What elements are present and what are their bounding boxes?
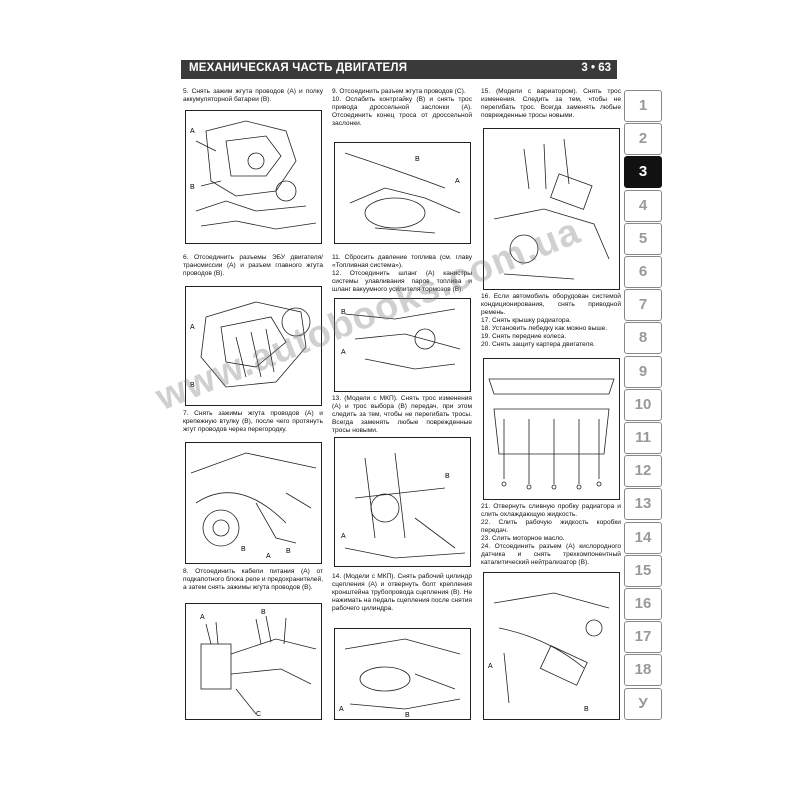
step-8: 8. Отсоединить кабели питания (А) от под…: [183, 568, 323, 592]
figure-13: B A: [334, 437, 471, 567]
engine-cover-illustration: [488, 378, 615, 490]
chapter-tab-5[interactable]: 5: [624, 222, 662, 255]
chapter-mark: 3: [581, 62, 588, 74]
figure-12: B A: [334, 298, 471, 392]
chapter-tab-1[interactable]: 1: [624, 90, 662, 122]
callout-b: B: [190, 382, 195, 389]
page-num: • 63: [590, 62, 611, 74]
step-6: 6. Отсоединить разъемы ЭБУ двигателя/тра…: [183, 254, 323, 278]
callout-a: A: [341, 349, 346, 356]
callout-b: B: [241, 546, 246, 553]
step-21-24: 21. Отвернуть сливную пробку радиатора и…: [481, 503, 621, 567]
step-text: 13. (Модели с МКП). Снять трос изменения…: [332, 395, 472, 434]
step-text: 14. (Модели с МКП). Снять рабочий цилинд…: [332, 573, 472, 612]
callout-b: B: [261, 609, 266, 616]
vacuum-hose-illustration: B A: [341, 308, 461, 370]
callout-a: A: [341, 533, 346, 540]
chapter-tab-13[interactable]: 13: [624, 488, 662, 521]
chapter-tab-12[interactable]: 12: [624, 455, 662, 488]
chapter-title: МЕХАНИЧЕСКАЯ ЧАСТЬ ДВИГАТЕЛЯ: [189, 62, 408, 74]
callout-b2: B: [286, 548, 291, 555]
cvt-cable-illustration: [493, 138, 610, 280]
callout-a: A: [190, 324, 195, 331]
step-5: 5. Снять зажим жгута проводов (А) и полк…: [183, 88, 323, 104]
callout-c: C: [256, 711, 261, 718]
figure-8: A B C: [185, 603, 322, 720]
figure-24: A B: [483, 572, 620, 720]
figure-7: A B B: [185, 442, 322, 564]
figure-5: A B: [185, 110, 322, 244]
callout-b: B: [415, 156, 420, 163]
callout-a: A: [190, 128, 195, 135]
callout-b: B: [341, 309, 346, 316]
callout-a: A: [339, 706, 344, 713]
chapter-tab-3[interactable]: 3: [624, 156, 662, 189]
chapter-tab-11[interactable]: 11: [624, 422, 662, 454]
step-11-12: 11. Сбросить давление топлива (см. главу…: [332, 254, 472, 294]
step-text: 6. Отсоединить разъемы ЭБУ двигателя/тра…: [183, 254, 323, 277]
chapter-tab-9[interactable]: 9: [624, 355, 662, 388]
page-header: МЕХАНИЧЕСКАЯ ЧАСТЬ ДВИГАТЕЛЯ 3 • 63: [181, 60, 617, 79]
step-text: 8. Отсоединить кабели питания (А) от под…: [183, 568, 323, 591]
chapter-tab-2[interactable]: 2: [624, 123, 662, 156]
step-text: 16. Если автомобиль оборудован системой …: [481, 293, 621, 348]
step-16-20: 16. Если автомобиль оборудован системой …: [481, 293, 621, 349]
figure-6: A B: [185, 286, 322, 406]
figure-20: [483, 358, 620, 500]
callout-a: A: [488, 663, 493, 670]
shift-cable-illustration: B A: [341, 452, 466, 559]
chapter-tab-7[interactable]: 7: [624, 289, 662, 322]
step-15: 15. (Модели с вариатором). Снять трос из…: [481, 88, 621, 120]
callout-b: B: [405, 712, 410, 719]
step-7: 7. Снять зажимы жгута проводов (А) и кре…: [183, 410, 323, 434]
callout-b: B: [445, 473, 450, 480]
step-text: 5. Снять зажим жгута проводов (А) и полк…: [183, 88, 323, 103]
clutch-cylinder-illustration: A B: [339, 638, 461, 719]
chapter-tab-10[interactable]: 10: [624, 388, 662, 421]
chapter-tab-19[interactable]: У: [624, 687, 662, 720]
step-text: 9. Отсоединить разъем жгута проводов (С)…: [332, 88, 472, 127]
engine-illustration: A B: [190, 120, 317, 230]
callout-a: A: [455, 178, 460, 185]
chapter-tab-18[interactable]: 18: [624, 654, 662, 687]
harness-illustration: A B B: [190, 452, 317, 560]
figure-10: B A: [334, 142, 471, 244]
figure-14: A B: [334, 628, 471, 720]
chapter-tab-6[interactable]: 6: [624, 256, 662, 288]
step-14: 14. (Модели с МКП). Снять рабочий цилинд…: [332, 573, 472, 613]
step-text: 7. Снять зажимы жгута проводов (А) и кре…: [183, 410, 323, 433]
callout-a: A: [200, 614, 205, 621]
chapter-tab-4[interactable]: 4: [624, 189, 662, 222]
step-9-10: 9. Отсоединить разъем жгута проводов (С)…: [332, 88, 472, 128]
chapter-tab-14[interactable]: 14: [624, 521, 662, 554]
chapter-tab-17[interactable]: 17: [624, 621, 662, 654]
chapter-tab-16[interactable]: 16: [624, 588, 662, 620]
ecu-connector-illustration: A B: [190, 301, 311, 389]
throttle-cable-illustration: B A: [344, 152, 461, 234]
step-13: 13. (Модели с МКП). Снять трос изменения…: [332, 395, 472, 435]
catalytic-converter-illustration: A B: [488, 592, 610, 713]
page-number: 3 • 63: [581, 62, 611, 74]
callout-a: A: [266, 553, 271, 560]
step-text: 21. Отвернуть сливную пробку радиатора и…: [481, 503, 621, 566]
chapter-tab-15[interactable]: 15: [624, 554, 662, 587]
callout-b: B: [584, 706, 589, 713]
step-text: 11. Сбросить давление топлива (см. главу…: [332, 254, 472, 293]
fuse-box-illustration: A B C: [200, 609, 317, 718]
chapter-tab-8[interactable]: 8: [624, 322, 662, 355]
step-text: 15. (Модели с вариатором). Снять трос из…: [481, 88, 621, 119]
callout-b: B: [190, 184, 195, 191]
figure-15: [483, 128, 620, 290]
